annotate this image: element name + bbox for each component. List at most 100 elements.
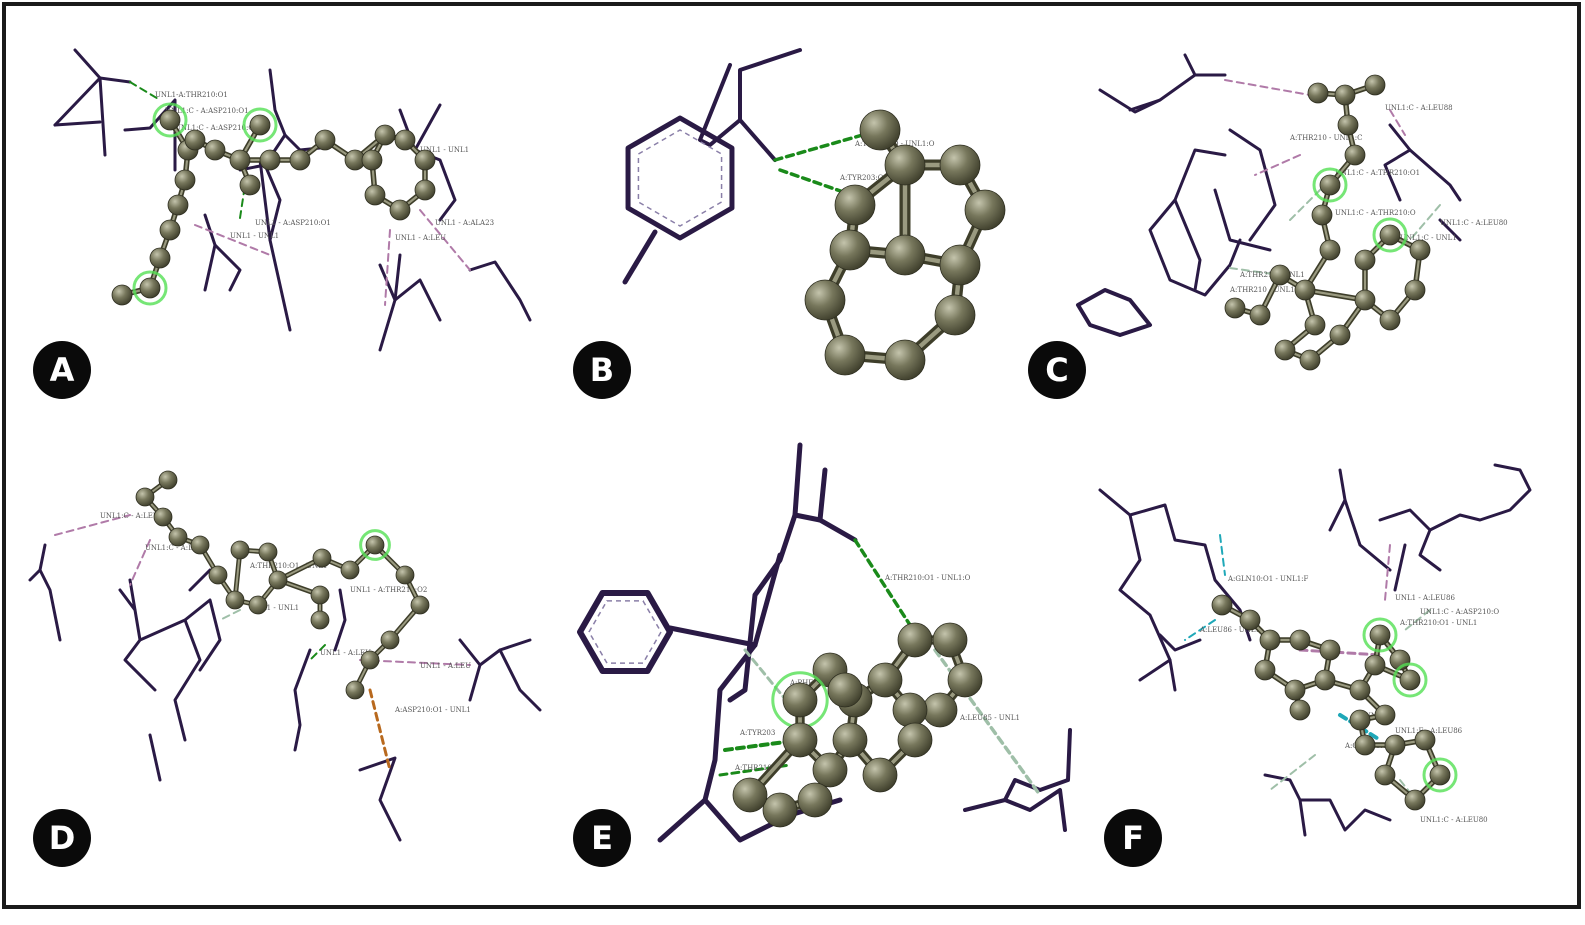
residue-stick: [817, 467, 828, 523]
atom-glow: [1362, 617, 1398, 653]
interaction-label: UNL1 - A:LEU: [420, 662, 471, 670]
interaction-label: UNL1-A:THR210:O1: [155, 91, 228, 99]
interaction-line: [1224, 79, 1311, 96]
ligand-atom: [340, 560, 360, 580]
interaction-line: [129, 81, 161, 101]
ligand-atom: [824, 334, 866, 376]
interaction-label: UNL1:C - A:LEU87: [100, 512, 168, 520]
ligand-atom: [1429, 764, 1451, 786]
interaction-label: A:THR210:O: [734, 764, 780, 772]
interaction-label: A:THR210 - UNL1:C: [1289, 134, 1362, 142]
interaction-line: [1389, 109, 1406, 136]
ligand-atom: [1289, 629, 1311, 651]
ligand-atom: [832, 722, 868, 758]
ligand-atom: [1274, 339, 1296, 361]
ligand-atom: [829, 229, 871, 271]
ligand-atom: [1374, 704, 1396, 726]
ligand-atom: [867, 662, 903, 698]
ligand-atom: [184, 129, 206, 151]
atom-glow: [1372, 217, 1408, 253]
ligand-atom: [268, 570, 288, 590]
interaction-label: UNL1:C - A:LEU80: [1420, 816, 1488, 824]
ligand-atom: [1319, 639, 1341, 661]
residue-stick: [148, 733, 162, 782]
interaction-label: A:THR210:O1 - UNL1:O: [884, 574, 971, 582]
ligand-atom: [1364, 654, 1386, 676]
residue-stick: [622, 229, 658, 285]
interaction-line: [419, 209, 471, 271]
interaction-line: [778, 168, 854, 197]
residue-stick: [1263, 773, 1392, 832]
residue-stick: [393, 253, 402, 302]
residue-stick: [1128, 98, 1162, 112]
ligand-atom: [922, 692, 958, 728]
residue-stick: [577, 590, 673, 674]
ligand-atom: [149, 247, 171, 269]
residue-stick: [1213, 188, 1272, 252]
panel-label-f: F: [1122, 819, 1144, 857]
residue-stick: [53, 120, 102, 127]
residue-stick: [1158, 633, 1202, 652]
residue-stick: [963, 798, 1007, 812]
ligand-atom: [229, 149, 251, 171]
interaction-label: UNL1 - A:ALA23: [435, 219, 494, 227]
ligand-atom: [939, 144, 981, 186]
ligand-atom: [361, 149, 383, 171]
ligand-atom: [934, 294, 976, 336]
ligand-atom: [947, 662, 983, 698]
ligand-atom: [1311, 204, 1333, 226]
interaction-label: UNL1:C - A:ASP210:O1: [175, 124, 259, 132]
ligand-atom: [1404, 789, 1426, 811]
ligand-atom: [1319, 239, 1341, 261]
residue-stick: [263, 163, 282, 242]
interaction-line: [54, 514, 131, 536]
residue-stick: [213, 243, 242, 292]
residue-stick: [1076, 288, 1152, 337]
residue-stick: [468, 663, 482, 702]
ligand-atom: [248, 595, 268, 615]
residue-stick: [1183, 53, 1197, 77]
ligand-atom: [1211, 594, 1233, 616]
interaction-line: [384, 229, 391, 306]
ligand-atom: [1299, 349, 1321, 371]
ligand-atom-layer: [111, 74, 1458, 828]
interaction-label: UNL1:C - UNL1: [1400, 234, 1457, 242]
interaction-label: A:THR210:O1 - UNL1: [249, 562, 327, 570]
interaction-label: UNL1 - UNL1: [420, 146, 469, 154]
interaction-line: [129, 539, 151, 586]
ligand-atom: [897, 722, 933, 758]
ligand-atom: [1354, 249, 1376, 271]
residue-stick: [1393, 543, 1407, 592]
residue-stick: [498, 648, 542, 712]
residue-stick: [1003, 728, 1072, 832]
interaction-label: UNL1:C - A:THR210:O1: [1335, 169, 1420, 177]
ligand-atom: [364, 184, 386, 206]
ligand-atom: [204, 139, 226, 161]
ligand-atom: [782, 722, 818, 758]
interaction-label: UNL1 - UNL1: [250, 604, 299, 612]
ligand-atom: [1254, 659, 1276, 681]
ligand-atom: [230, 540, 250, 560]
panel-label-d: D: [49, 819, 76, 857]
ligand-atom: [135, 487, 155, 507]
residue-stick: [1148, 148, 1242, 297]
interaction-label: UNL1 - UNL1: [230, 232, 279, 240]
ligand-atom: [414, 179, 436, 201]
atom-glow: [242, 107, 278, 143]
interaction-label: UNL1:C - A:LEU80: [1440, 219, 1508, 227]
ligand-atom: [139, 277, 161, 299]
aromatic-ring-dash: [588, 600, 662, 664]
interaction-label: A:GLN10:O1 - UNL1:F: [1227, 575, 1309, 583]
ligand-atom: [380, 630, 400, 650]
ligand-atom: [389, 199, 411, 221]
ligand-atom: [410, 595, 430, 615]
residue-stick: [458, 638, 532, 667]
atom-glow: [152, 102, 188, 138]
ligand-atom: [395, 565, 415, 585]
interaction-label: A:TYR203:O - UNL1:O: [839, 174, 920, 182]
ligand-atom: [1284, 679, 1306, 701]
ligand-atom: [365, 535, 385, 555]
ligand-atom: [892, 692, 928, 728]
atom-glow: [359, 529, 391, 561]
